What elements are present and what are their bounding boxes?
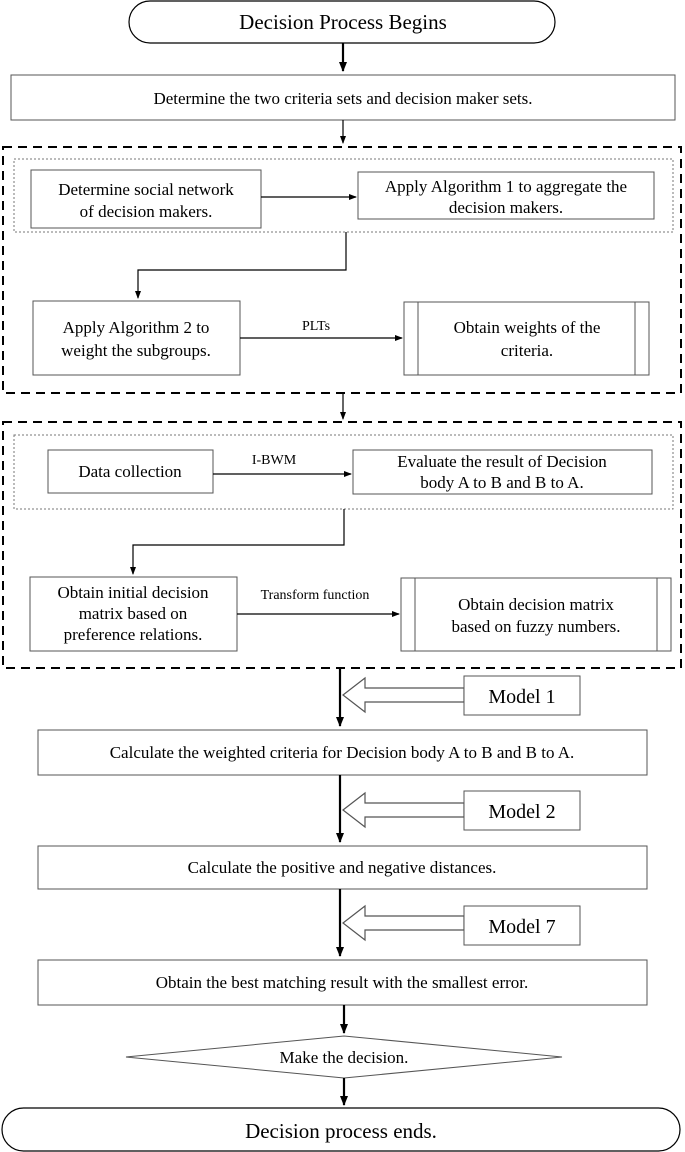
group-matrix-inner-frame bbox=[13, 434, 674, 510]
weighted-criteria-label: Calculate the weighted criteria for Deci… bbox=[110, 743, 575, 762]
social-network-box: Determine social network of decision mak… bbox=[30, 169, 262, 229]
edge-label-transform-function: Transform function bbox=[261, 588, 370, 603]
initial-matrix-label-line1: Obtain initial decision bbox=[57, 583, 209, 602]
distances-box: Calculate the positive and negative dist… bbox=[37, 845, 648, 890]
model7-label: Model 7 bbox=[488, 916, 555, 938]
best-matching-box: Obtain the best matching result with the… bbox=[37, 959, 648, 1006]
start-label: Decision Process Begins bbox=[239, 10, 447, 34]
end-terminator: Decision process ends. bbox=[1, 1107, 681, 1152]
decision-label: Make the decision. bbox=[280, 1048, 409, 1067]
fuzzy-matrix-box: Obtain decision matrix based on fuzzy nu… bbox=[400, 577, 672, 652]
model7-box: Model 7 bbox=[463, 905, 581, 946]
group-aggregation-inner-frame bbox=[13, 158, 674, 233]
evaluate-label-line1: Evaluate the result of Decision bbox=[397, 452, 607, 471]
algorithm1-label-line2: decision makers. bbox=[449, 198, 563, 217]
evaluate-label-line2: body A to B and B to A. bbox=[420, 473, 583, 492]
evaluate-box: Evaluate the result of Decision body A t… bbox=[352, 449, 653, 495]
edge-label-plts: PLTs bbox=[302, 319, 330, 334]
end-label: Decision process ends. bbox=[245, 1119, 437, 1143]
model2-label: Model 2 bbox=[488, 801, 555, 823]
model1-input-arrow bbox=[342, 676, 465, 714]
edge-algorithm1-to-algorithm2 bbox=[135, 232, 347, 299]
initial-matrix-label-line2: matrix based on bbox=[79, 604, 188, 623]
fuzzy-matrix-label-line1: Obtain decision matrix bbox=[458, 595, 614, 614]
social-network-label-line2: of decision makers. bbox=[80, 202, 213, 221]
initial-matrix-label-line3: preference relations. bbox=[64, 625, 203, 644]
decision-diamond: Make the decision. bbox=[125, 1035, 563, 1079]
model2-box: Model 2 bbox=[463, 790, 581, 831]
model1-box: Model 1 bbox=[463, 675, 581, 716]
algorithm2-box: Apply Algorithm 2 to weight the subgroup… bbox=[32, 300, 241, 376]
data-collection-box: Data collection bbox=[47, 449, 214, 494]
algorithm2-label-line1: Apply Algorithm 2 to bbox=[63, 318, 210, 337]
fuzzy-matrix-label-line2: based on fuzzy numbers. bbox=[451, 617, 620, 636]
algorithm1-label-line1: Apply Algorithm 1 to aggregate the bbox=[385, 177, 627, 196]
determine-sets-box: Determine the two criteria sets and deci… bbox=[10, 74, 676, 121]
weights-box: Obtain weights of the criteria. bbox=[403, 301, 650, 376]
group-matrix-frame bbox=[2, 421, 682, 669]
group-aggregation-frame bbox=[2, 146, 682, 394]
data-collection-label: Data collection bbox=[78, 462, 182, 481]
weights-label-line1: Obtain weights of the bbox=[454, 318, 601, 337]
weighted-criteria-box: Calculate the weighted criteria for Deci… bbox=[37, 729, 648, 776]
weights-label-line2: criteria. bbox=[501, 341, 553, 360]
edge-evaluate-to-initial-matrix bbox=[130, 509, 345, 575]
social-network-label-line1: Determine social network bbox=[58, 180, 234, 199]
initial-matrix-box: Obtain initial decision matrix based on … bbox=[29, 576, 238, 652]
model1-label: Model 1 bbox=[488, 686, 555, 708]
determine-sets-label: Determine the two criteria sets and deci… bbox=[153, 89, 532, 108]
distances-label: Calculate the positive and negative dist… bbox=[188, 858, 497, 877]
algorithm1-box: Apply Algorithm 1 to aggregate the decis… bbox=[357, 171, 655, 220]
best-matching-label: Obtain the best matching result with the… bbox=[156, 973, 529, 992]
edge-label-ibwm: I-BWM bbox=[252, 453, 297, 468]
model7-input-arrow bbox=[342, 904, 465, 942]
start-terminator: Decision Process Begins bbox=[128, 0, 556, 44]
model2-input-arrow bbox=[342, 791, 465, 829]
algorithm2-label-line2: weight the subgroups. bbox=[61, 341, 211, 360]
